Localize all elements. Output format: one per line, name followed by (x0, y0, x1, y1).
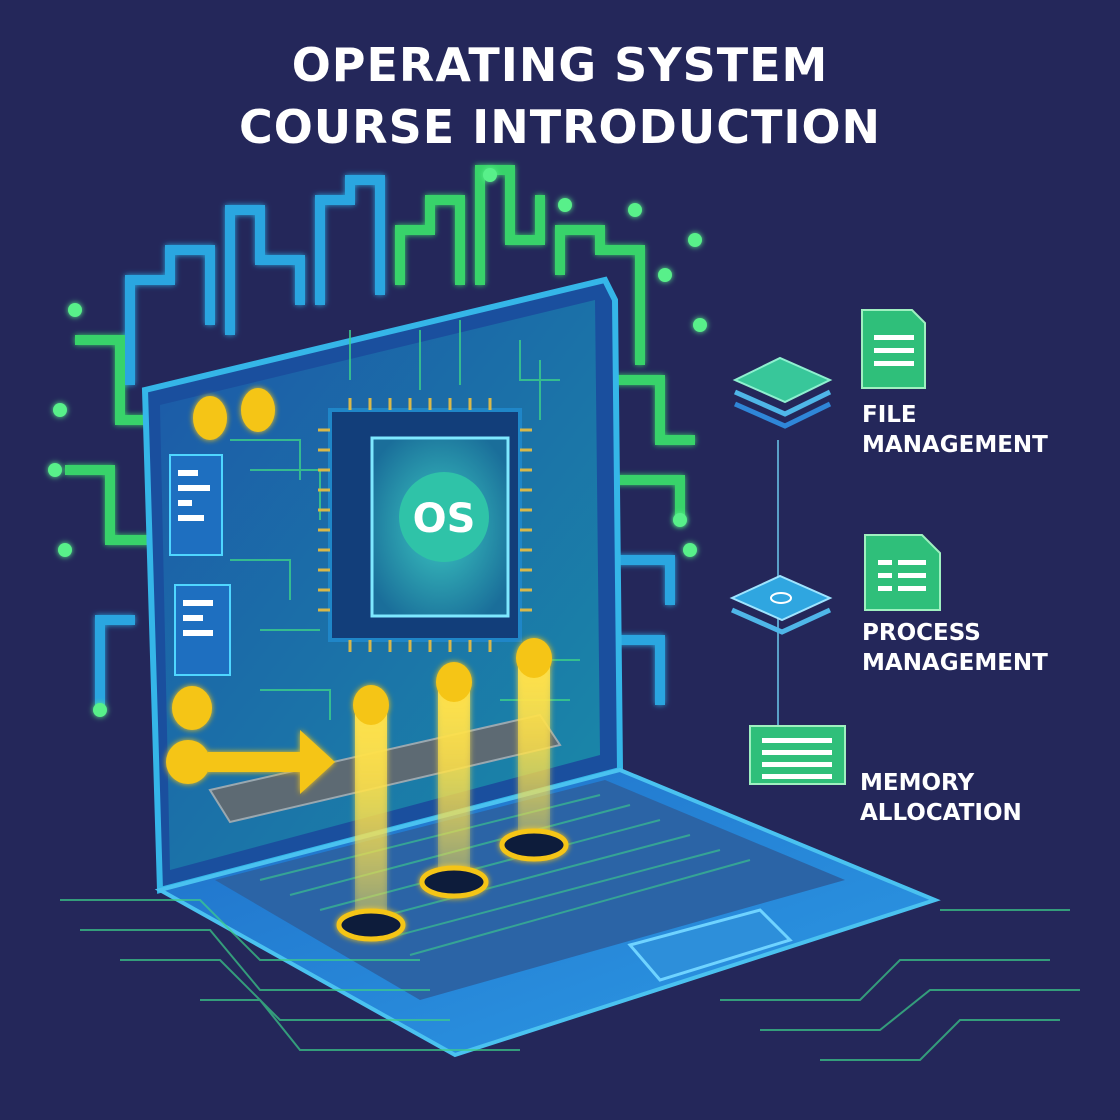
file-document-icon (861, 309, 926, 389)
trackpad (627, 908, 793, 982)
file-management-label: FILE MANAGEMENT (862, 400, 1048, 460)
bottom-traces (60, 899, 1080, 1061)
file-management-line-1: FILE (862, 402, 917, 428)
page-title: OPERATING SYSTEM COURSE INTRODUCTION (0, 34, 1120, 158)
memory-allocation-line-2: ALLOCATION (860, 800, 1022, 826)
process-management-line-2: MANAGEMENT (862, 650, 1048, 676)
data-flow (166, 388, 569, 942)
process-management-label: PROCESS MANAGEMENT (862, 618, 1048, 678)
cpu-chip: OS (318, 398, 532, 652)
stacked-layers-icon (732, 356, 833, 429)
trace-nodes (48, 168, 707, 717)
memory-allocation-line-1: MEMORY (860, 770, 975, 796)
process-document-icon (864, 534, 941, 611)
laptop-base (154, 713, 941, 1058)
title-line-2: COURSE INTRODUCTION (238, 100, 882, 154)
spreadsheet-icon (749, 725, 846, 785)
os-chip-label: OS (413, 496, 476, 542)
process-management-line-1: PROCESS (862, 620, 981, 646)
file-management-line-2: MANAGEMENT (862, 432, 1048, 458)
disk-layers-icon (729, 574, 833, 635)
memory-allocation-label: MEMORY ALLOCATION (860, 768, 1022, 828)
background-traces (65, 165, 695, 705)
title-line-1: OPERATING SYSTEM (291, 38, 829, 92)
